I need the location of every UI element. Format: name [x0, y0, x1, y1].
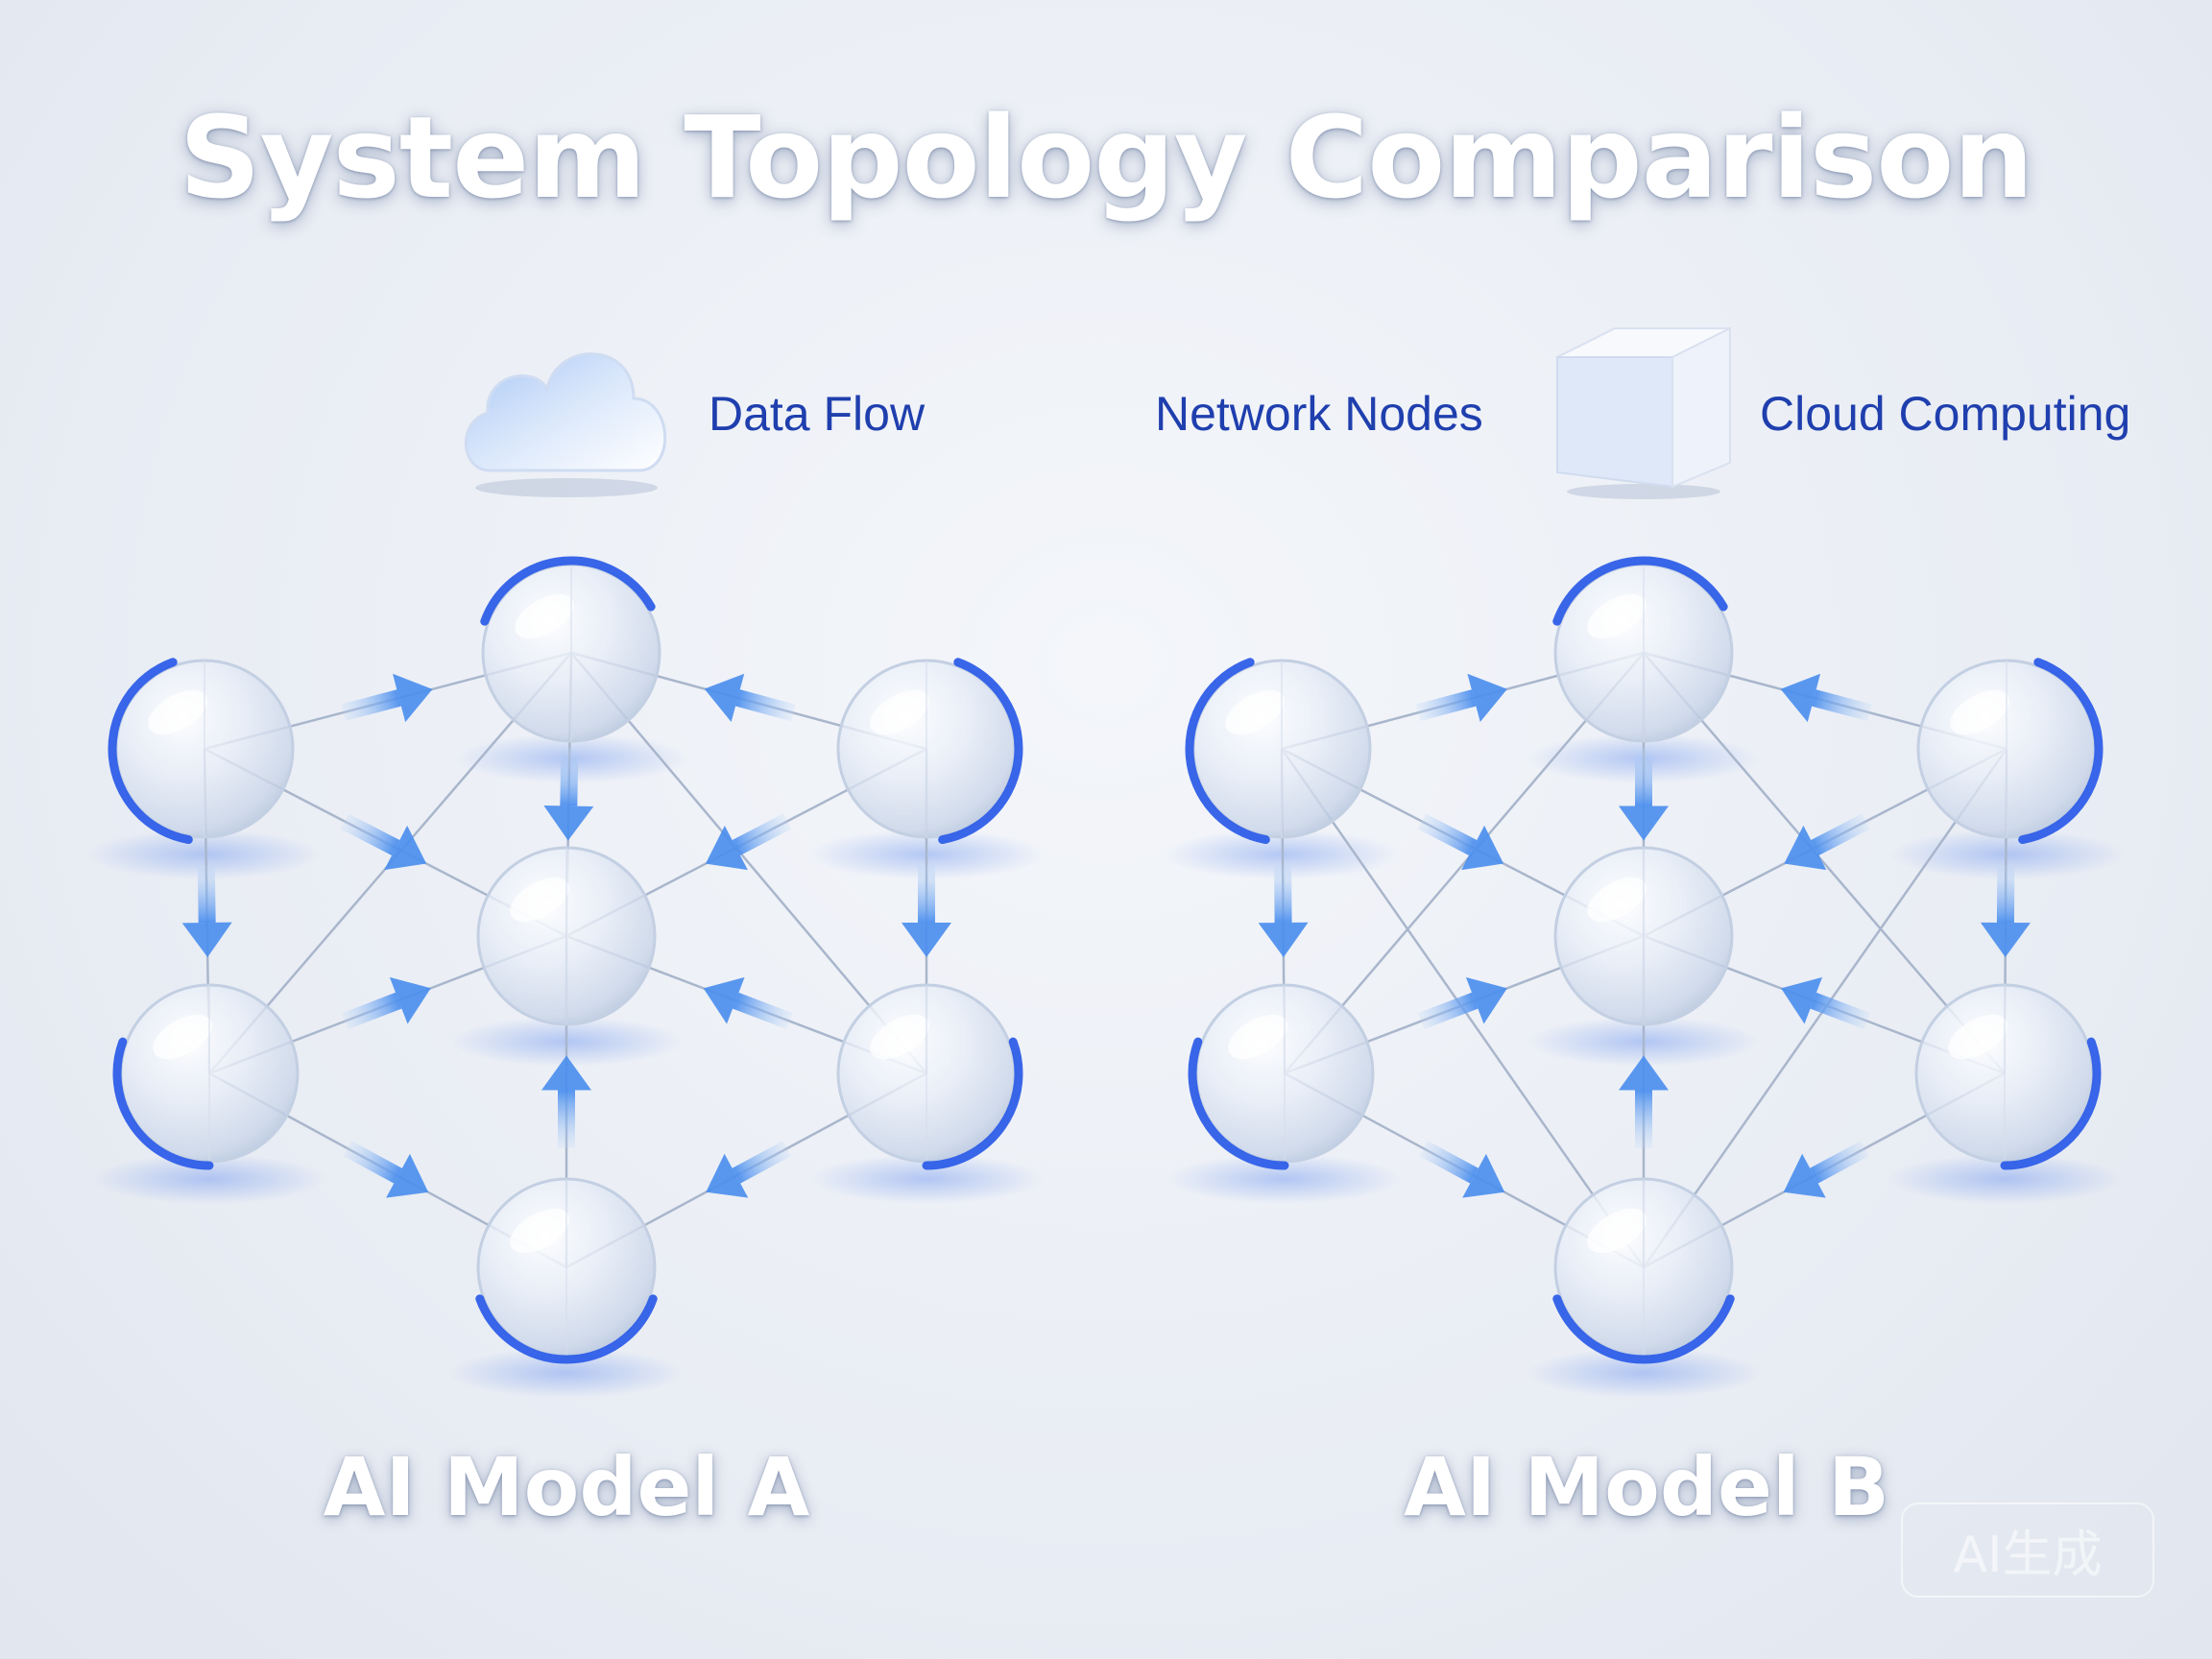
cube-icon — [1556, 326, 1731, 499]
model-a-node-bl — [112, 983, 300, 1170]
watermark: AI生成 — [1901, 1503, 2154, 1598]
legend-cloud-computing: Cloud Computing — [1760, 387, 2131, 441]
model-b-flow-arrow — [1783, 1141, 1869, 1198]
model-a-flow-arrow — [705, 813, 792, 871]
model-b-label: AI Model B — [1404, 1440, 1889, 1534]
legend-data-flow: Data Flow — [709, 387, 926, 441]
model-a-flow-arrow — [704, 673, 796, 722]
model-a-flow-arrow — [541, 1055, 591, 1148]
model-a-flow-arrow — [341, 673, 433, 723]
model-b-flow-arrow — [1417, 976, 1507, 1030]
model-b-flow-arrow — [1784, 813, 1870, 871]
model-b-node-bottom — [1552, 1177, 1735, 1364]
model-b-flow-arrow — [1258, 864, 1309, 957]
model-b-flow-arrow — [1780, 673, 1872, 723]
model-b-node-center — [1553, 846, 1734, 1026]
model-a-node-glow — [449, 1348, 684, 1398]
model-b-flow-arrow — [1419, 1141, 1505, 1198]
model-a-node-top — [480, 556, 661, 743]
model-a-node-br — [836, 983, 1023, 1170]
model-a-link — [570, 652, 927, 1074]
model-a-node-bottom — [475, 1177, 658, 1364]
page-title: System Topology Comparison — [179, 91, 2034, 224]
model-b-flow-arrow — [1415, 673, 1507, 723]
model-b-node-glow — [1167, 1154, 1402, 1204]
model-a-node-glow — [92, 1154, 326, 1204]
model-b-node-top — [1552, 556, 1734, 743]
model-b-flow-arrow — [1980, 864, 2031, 957]
model-a-flow-arrow — [703, 976, 793, 1030]
model-a-flow-arrow — [543, 748, 594, 841]
model-b-flow-arrow — [1781, 976, 1871, 1029]
model-a-label: AI Model A — [323, 1440, 810, 1534]
model-b-node-tl — [1185, 658, 1372, 845]
model-a-flow-arrow — [341, 976, 431, 1030]
model-b-node-glow — [1527, 1348, 1761, 1398]
cloud-icon — [464, 352, 667, 497]
model-a-flow-arrow — [343, 1141, 429, 1198]
model-b-node-tr — [1916, 658, 2104, 845]
model-a-node-tr — [836, 658, 1023, 845]
legend-network-nodes: Network Nodes — [1155, 387, 1483, 441]
model-a-node-glow — [87, 830, 322, 879]
model-b-flow-arrow — [1619, 748, 1669, 841]
model-b-link — [1643, 652, 2006, 1074]
model-b-flow-arrow — [1417, 813, 1504, 871]
model-a-node-center — [476, 846, 657, 1026]
model-a-flow-arrow — [181, 864, 232, 957]
model-b-flow-arrow — [1619, 1055, 1669, 1148]
model-a-flow-arrow — [340, 813, 427, 871]
model-b-node-br — [1914, 983, 2102, 1170]
model-a-flow-arrow — [706, 1141, 792, 1198]
model-b-link — [1284, 652, 1645, 1074]
model-b-node-glow — [1887, 1154, 2122, 1204]
model-b-node-bl — [1188, 983, 1375, 1170]
model-a-flow-arrow — [902, 865, 951, 957]
model-a-node-tl — [108, 658, 295, 845]
model-a-node-glow — [809, 1154, 1044, 1204]
